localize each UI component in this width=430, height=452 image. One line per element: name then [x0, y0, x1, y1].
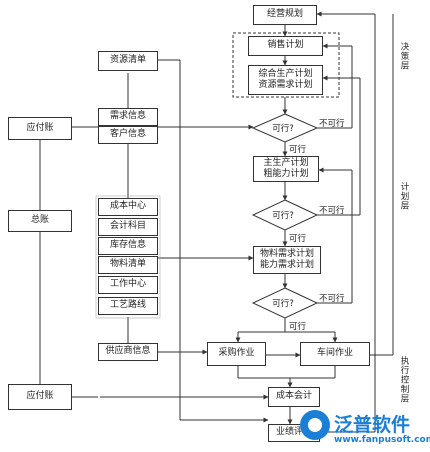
- box-accounts-payable-top: 应付账: [8, 117, 72, 140]
- box-master-production-schedule: 主生产计划 粗能力计划: [253, 156, 319, 182]
- box-general-ledger: 总账: [8, 210, 72, 232]
- box-material-requirements-plan: 物料需求计划 能力需求计划: [253, 246, 321, 274]
- box-chart-of-accounts: 会计科目: [98, 218, 158, 236]
- decision-text-3: 可行?: [272, 299, 294, 309]
- decision-diamond-1: [251, 113, 319, 143]
- decision-text-2: 可行?: [272, 211, 294, 221]
- box-line: 综合生产计划: [258, 68, 313, 79]
- box-sales-plan: 销售计划: [248, 36, 323, 56]
- box-cost-accounting: 成本会计: [268, 387, 320, 407]
- decision-diamond-2: [251, 199, 319, 231]
- edge-label-feasible-2: 可行: [289, 234, 307, 244]
- box-line: 主生产计划: [263, 157, 309, 168]
- decision-text-1: 可行?: [272, 124, 294, 134]
- box-line: 粗能力计划: [263, 169, 309, 179]
- edge-label-infeasible-2: 不可行: [319, 206, 345, 216]
- box-cost-center: 成本中心: [98, 198, 158, 216]
- layer-label-planning: 计划层: [399, 182, 409, 211]
- box-aggregate-production-plan: 综合生产计划 资源需求计划: [248, 65, 323, 95]
- edge-label-feasible-1: 可行: [289, 145, 307, 155]
- box-inventory-info: 库存信息: [98, 237, 158, 255]
- watermark-url: www.fanpusoft.com: [334, 435, 430, 445]
- box-business-planning: 经营规划: [253, 5, 317, 25]
- box-accounts-payable-bottom: 应付账: [8, 384, 72, 410]
- box-supplier-info: 供应商信息: [98, 343, 158, 361]
- box-work-center: 工作中心: [98, 276, 158, 294]
- edge-label-feasible-3: 可行: [289, 322, 307, 332]
- watermark-name: 泛普软件: [334, 414, 411, 436]
- fanpusoft-watermark: 泛普软件 www.fanpusoft.com: [300, 408, 430, 450]
- box-purchasing: 采购作业: [207, 342, 266, 366]
- box-shop-floor: 车间作业: [300, 342, 370, 366]
- box-resource-list: 资源清单: [98, 51, 158, 71]
- box-routing: 工艺路线: [98, 297, 158, 315]
- box-bill-of-materials: 物料清单: [98, 256, 158, 274]
- box-customer-info: 客户信息: [98, 126, 158, 144]
- box-demand-info: 需求信息: [98, 108, 158, 126]
- master-data-frame: [95, 195, 161, 319]
- box-line: 物料需求计划: [259, 248, 314, 259]
- fanpusoft-logo-icon: [300, 410, 330, 440]
- layer-label-execution: 执行控制层: [399, 356, 409, 404]
- box-line: 资源需求计划: [258, 80, 313, 90]
- layer-label-decision: 决策层: [399, 42, 409, 71]
- decision-diamond-3: [251, 287, 319, 319]
- edge-label-infeasible-1: 不可行: [319, 119, 345, 129]
- edge-label-infeasible-3: 不可行: [319, 294, 345, 304]
- box-line: 能力需求计划: [259, 260, 314, 270]
